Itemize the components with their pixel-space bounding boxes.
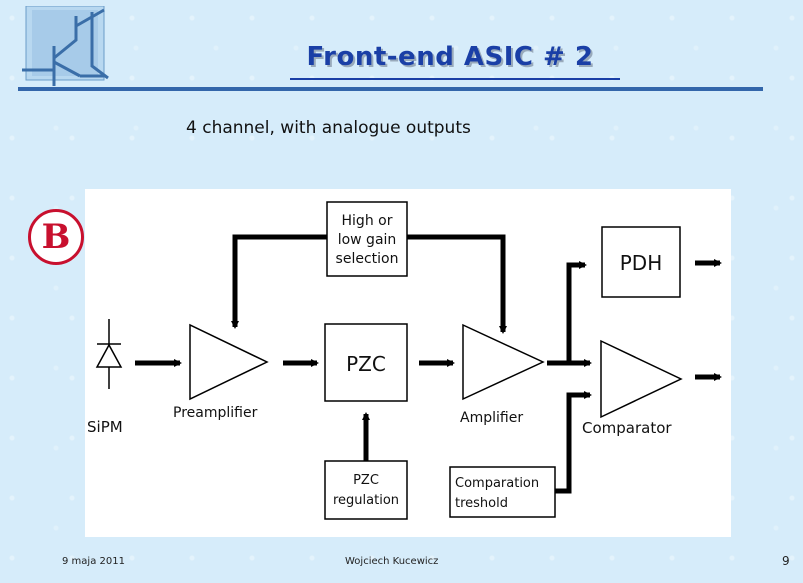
pdh-box (601, 226, 681, 298)
gain-label-3: selection (336, 251, 399, 267)
section-badge: B (28, 209, 84, 265)
comparation-threshold-box (449, 466, 556, 518)
threshold-to-comp-line (555, 391, 592, 494)
pzc-reg-label-2: regulation (333, 493, 399, 508)
comp-thr-label-1: Comparation (455, 476, 539, 491)
pzc-label: PZC (346, 352, 386, 376)
footer-author: Wojciech Kucewicz (345, 556, 439, 567)
amplifier-label: Amplifier (460, 410, 523, 426)
gain-to-amp-line (407, 234, 507, 334)
pzc-regulation-box (324, 460, 408, 520)
pzc-box (324, 323, 408, 402)
sipm-label: SiPM (87, 418, 123, 436)
gain-label-1: High or (342, 213, 393, 229)
pzc-reg-label-1: PZC (353, 473, 379, 488)
comp-thr-label-2: treshold (455, 496, 508, 511)
comparator-triangle (600, 339, 683, 419)
slide-title: Front-end ASIC # 2 (306, 42, 594, 72)
preamplifier-triangle (189, 323, 269, 401)
pdh-label: PDH (620, 251, 663, 275)
footer-date: 9 maja 2011 (62, 556, 125, 567)
sipm-diode-icon (95, 319, 123, 389)
slide-subtitle: 4 channel, with analogue outputs (186, 118, 471, 138)
gain-label-2: low gain (338, 232, 397, 248)
comparator-label: Comparator (582, 419, 672, 437)
title-underline (290, 78, 620, 80)
gain-to-preamp-line (231, 234, 327, 329)
block-diagram: High or low gain selection SiPM Preampli… (85, 189, 731, 537)
amplifier-triangle (462, 323, 545, 401)
amp-to-pdh-line (566, 261, 587, 363)
preamplifier-label: Preamplifier (173, 405, 258, 421)
page-number: 9 (782, 554, 790, 568)
title-divider (18, 87, 763, 91)
logo-icon (22, 6, 109, 86)
